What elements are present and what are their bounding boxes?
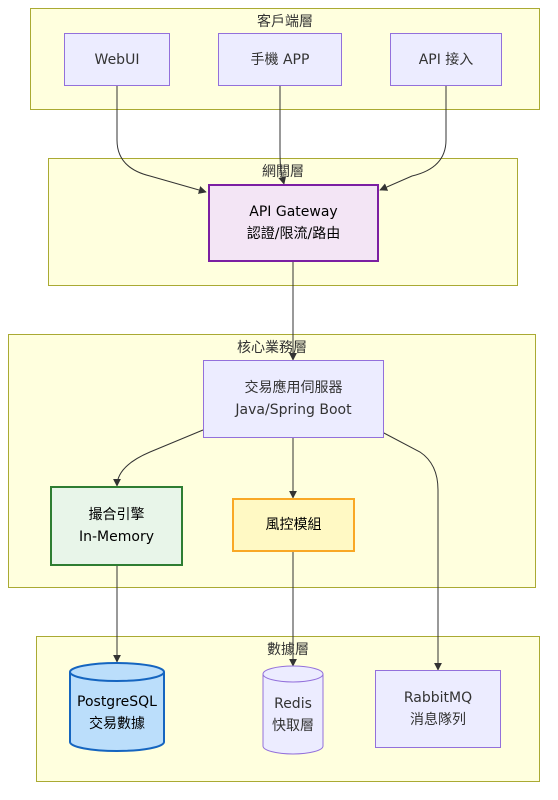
cluster-client-title: 客戶端層 [257, 14, 313, 30]
node-api-gateway: API Gateway 認證/限流/路由 [208, 184, 379, 262]
gateway-line1: API Gateway [249, 204, 338, 220]
gateway-line2: 認證/限流/路由 [246, 226, 341, 242]
redis-label: Redis 快取層 [263, 686, 323, 744]
node-webui-label: WebUI [94, 51, 140, 68]
node-matching-engine: 撮合引擎 In-Memory [50, 486, 183, 566]
matching-line2: In-Memory [79, 529, 154, 545]
postgres-label: PostgreSQL 交易數據 [70, 684, 164, 742]
app-server-line2: Java/Spring Boot [235, 402, 352, 418]
risk-label: 風控模組 [265, 517, 322, 533]
app-server-line1: 交易應用伺服器 [244, 380, 343, 396]
cluster-data-title: 數據層 [267, 642, 309, 658]
node-rabbitmq: RabbitMQ 消息隊列 [375, 670, 501, 748]
postgres-line2: 交易數據 [89, 716, 145, 732]
redis-line2: 快取層 [272, 718, 314, 734]
postgres-line1: PostgreSQL [77, 694, 157, 710]
node-risk-module: 風控模組 [232, 498, 355, 552]
rabbitmq-line1: RabbitMQ [403, 690, 473, 706]
node-mobile-label: 手機 APP [250, 51, 310, 68]
rabbitmq-line2: 消息隊列 [410, 712, 466, 728]
node-webui: WebUI [64, 33, 170, 86]
node-api-label: API 接入 [418, 51, 474, 68]
matching-line1: 撮合引擎 [88, 507, 145, 523]
redis-line1: Redis [274, 696, 312, 712]
cluster-core-title: 核心業務層 [237, 340, 307, 356]
node-mobile-app: 手機 APP [218, 33, 342, 86]
node-app-server: 交易應用伺服器 Java/Spring Boot [203, 360, 384, 438]
node-api-access: API 接入 [390, 33, 502, 86]
cluster-gateway-title: 網關層 [262, 164, 304, 180]
